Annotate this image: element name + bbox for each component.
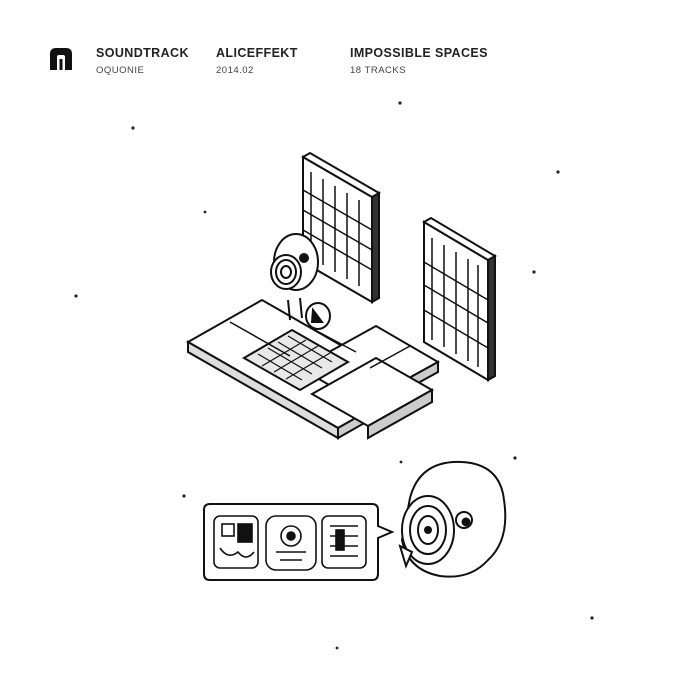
dust-specks xyxy=(74,101,594,650)
right-gate xyxy=(422,216,497,382)
soundtrack-column: SOUNDTRACK OQUONIE xyxy=(96,45,189,78)
creature-small xyxy=(270,233,331,330)
artist-column: ALICEFFEKT 2014.02 xyxy=(216,45,298,78)
album-column: IMPOSSIBLE SPACES 18 TRACKS xyxy=(350,45,488,78)
stone-floor xyxy=(185,298,441,440)
track-count: 18 TRACKS xyxy=(350,65,407,76)
artist-name: OQUONIE xyxy=(96,65,145,76)
soundtrack-label: SOUNDTRACK xyxy=(96,46,189,60)
album-header: SOUNDTRACK OQUONIE ALICEFFEKT 2014.02 IM… xyxy=(48,45,668,85)
creature-large xyxy=(398,460,507,578)
release-date: 2014.02 xyxy=(216,65,254,76)
label-name: ALICEFFEKT xyxy=(216,46,298,60)
label-logo-icon xyxy=(50,48,72,70)
left-gate xyxy=(300,151,382,304)
album-title: IMPOSSIBLE SPACES xyxy=(350,46,488,60)
glyph-row xyxy=(213,515,367,571)
speech-bubble xyxy=(203,503,395,581)
